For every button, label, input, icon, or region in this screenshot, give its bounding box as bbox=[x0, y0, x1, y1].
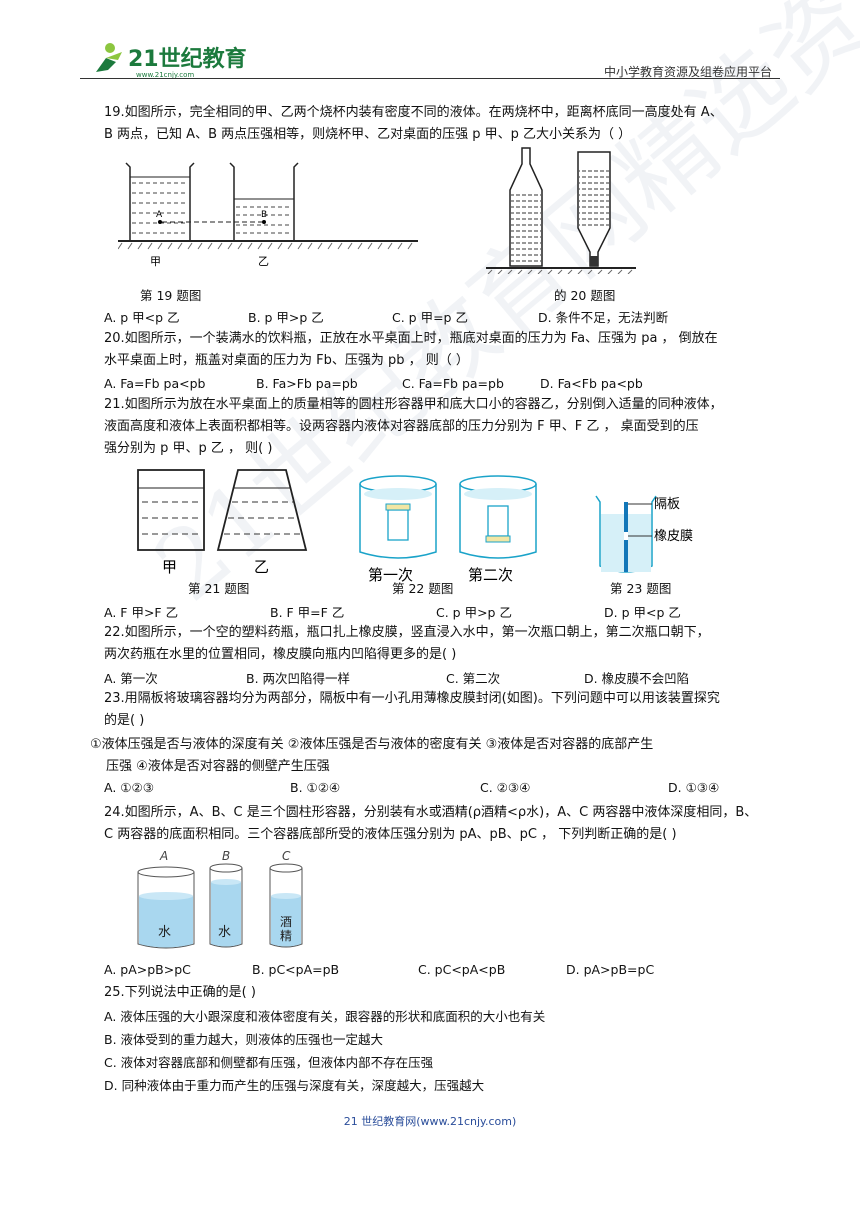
q21-option-b[interactable]: B. F 甲=F 乙 bbox=[270, 605, 345, 620]
svg-text:酒: 酒 bbox=[280, 915, 292, 929]
q20-line2: 水平桌面上时，瓶盖对桌面的压力为 Fb、压强为 pb ， 则（ ） bbox=[104, 353, 469, 368]
q22-line2: 两次药瓶在水里的位置相同，橡皮膜向瓶内凹陷得更多的是( ) bbox=[104, 647, 457, 662]
svg-text:A: A bbox=[156, 210, 163, 220]
q24-option-a[interactable]: A. pA>pB>pC bbox=[104, 962, 191, 977]
q25-option-d[interactable]: D. 同种液体由于重力而产生的压强与深度有关，深度越大，压强越大 bbox=[104, 1078, 485, 1093]
q21-caption: 第 21 题图 bbox=[188, 581, 250, 596]
q20-option-b[interactable]: B. Fa>Fb pa=pb bbox=[256, 376, 358, 391]
q19-option-d[interactable]: D. 条件不足，无法判断 bbox=[538, 310, 669, 325]
q25-line1: 25.下列说法中正确的是( ) bbox=[104, 985, 256, 1000]
q19-line2: B 两点，已知 A、B 两点压强相等，则烧杯甲、乙对桌面的压强 p 甲、p 乙大… bbox=[104, 127, 632, 142]
q19-option-c[interactable]: C. p 甲=p 乙 bbox=[392, 310, 468, 325]
q22-option-c[interactable]: C. 第二次 bbox=[446, 671, 501, 686]
svg-text:甲: 甲 bbox=[150, 255, 161, 268]
q21-line2: 液面高度和液体上表面积都相等。设两容器内液体对容器底部的压力分别为 F 甲、F … bbox=[104, 419, 699, 434]
q21-line3: 强分别为 p 甲、p 乙 ， 则( ) bbox=[104, 441, 273, 456]
q23-option-b[interactable]: B. ①②④ bbox=[290, 780, 341, 795]
svg-text:隔板: 隔板 bbox=[654, 497, 680, 512]
svg-text:乙: 乙 bbox=[254, 558, 269, 576]
svg-text:水: 水 bbox=[218, 925, 231, 940]
svg-text:水: 水 bbox=[158, 925, 171, 940]
q23-caption: 第 23 题图 bbox=[610, 581, 672, 596]
q19-line1: 19.如图所示，完全相同的甲、乙两个烧杯内装有密度不同的液体。在两烧杯中，距离杯… bbox=[104, 105, 723, 120]
q20-option-a[interactable]: A. Fa=Fb pa<pb bbox=[104, 376, 206, 391]
logo-url: www.21cnjy.com bbox=[136, 71, 194, 79]
svg-text:精: 精 bbox=[280, 929, 292, 943]
q19-option-a[interactable]: A. p 甲<p 乙 bbox=[104, 310, 180, 325]
q22-option-a[interactable]: A. 第一次 bbox=[104, 671, 158, 686]
logo-text: 21世纪教育 bbox=[128, 46, 247, 72]
site-logo: 21世纪教育 www.21cnjy.com bbox=[96, 43, 247, 79]
q22-option-d[interactable]: D. 橡皮膜不会凹陷 bbox=[584, 671, 690, 686]
q20-option-d[interactable]: D. Fa<Fb pa<pb bbox=[540, 376, 643, 391]
q21-option-d[interactable]: D. p 甲<p 乙 bbox=[604, 605, 681, 620]
q21-option-c[interactable]: C. p 甲>p 乙 bbox=[436, 605, 512, 620]
svg-text:A: A bbox=[159, 849, 168, 863]
q20-caption: 的 20 题图 bbox=[554, 288, 616, 303]
q22-line1: 22.如图所示，一个空的塑料药瓶，瓶口扎上橡皮膜，竖直浸入水中，第一次瓶口朝上，… bbox=[104, 625, 710, 640]
q22-figure: 第一次 第二次 bbox=[359, 475, 537, 584]
q20-line1: 20.如图所示，一个装满水的饮料瓶，正放在水平桌面上时，瓶底对桌面的压力为 Fa… bbox=[104, 331, 718, 346]
svg-text:第一次: 第一次 bbox=[368, 566, 413, 584]
q23-line2: 的是( ) bbox=[104, 713, 145, 728]
q25-option-a[interactable]: A. 液体压强的大小跟深度和液体密度有关，跟容器的形状和底面积的大小也有关 bbox=[104, 1009, 546, 1024]
q22-caption: 第 22 题图 bbox=[392, 581, 454, 596]
header-rule bbox=[80, 78, 780, 79]
q23-line3: ①液体压强是否与液体的深度有关 ②液体压强是否与液体的密度有关 ③液体是否对容器… bbox=[90, 737, 654, 752]
q22-option-b[interactable]: B. 两次凹陷得一样 bbox=[246, 671, 351, 686]
q24-option-b[interactable]: B. pC<pA=pB bbox=[252, 962, 340, 977]
q23-option-a[interactable]: A. ①②③ bbox=[104, 780, 154, 795]
q19-option-b[interactable]: B. p 甲>p 乙 bbox=[248, 310, 324, 325]
q19-figure: A B 甲 乙 bbox=[118, 162, 418, 268]
svg-text:B: B bbox=[261, 210, 267, 220]
svg-text:乙: 乙 bbox=[258, 255, 269, 268]
q23-figure: 隔板 橡皮膜 bbox=[595, 495, 693, 573]
footer: 21 世纪教育网(www.21cnjy.com) bbox=[343, 1115, 517, 1128]
q24-line2: C 两容器的底面积相同。三个容器底部所受的液体压强分别为 pA、pB、pC ， … bbox=[104, 827, 677, 842]
q24-option-d[interactable]: D. pA>pB=pC bbox=[566, 962, 655, 977]
svg-text:B: B bbox=[222, 849, 230, 863]
q24-line1: 24.如图所示，A、B、C 是三个圆柱形容器，分别装有水或酒精(ρ酒精<ρ水)，… bbox=[104, 805, 758, 820]
q20-option-c[interactable]: C. Fa=Fb pa=pb bbox=[402, 376, 504, 391]
q20-figure bbox=[486, 147, 636, 274]
q21-figure: 甲 乙 bbox=[137, 469, 308, 576]
q21-line1: 21.如图所示为放在水平桌面上的质量相等的圆柱形容器甲和底大口小的容器乙，分别倒… bbox=[104, 397, 723, 412]
q24-figure: A B C 水 水 酒 精 bbox=[137, 849, 303, 949]
q23-option-d[interactable]: D. ①③④ bbox=[668, 780, 720, 795]
q19-caption: 第 19 题图 bbox=[140, 288, 202, 303]
q21-option-a[interactable]: A. F 甲>F 乙 bbox=[104, 605, 179, 620]
q23-line1: 23.用隔板将玻璃容器均分为两部分，隔板中有一小孔用薄橡皮膜封闭(如图)。下列问… bbox=[104, 691, 720, 706]
platform-title: 中小学教育资源及组卷应用平台 bbox=[603, 65, 772, 79]
svg-text:橡皮膜: 橡皮膜 bbox=[654, 529, 693, 544]
q24-option-c[interactable]: C. pC<pA<pB bbox=[418, 962, 506, 977]
svg-text:C: C bbox=[282, 849, 291, 863]
q23-option-c[interactable]: C. ②③④ bbox=[480, 780, 531, 795]
q23-line4: 压强 ④液体是否对容器的侧壁产生压强 bbox=[106, 759, 330, 774]
svg-text:第二次: 第二次 bbox=[468, 566, 513, 584]
q25-option-b[interactable]: B. 液体受到的重力越大，则液体的压强也一定越大 bbox=[104, 1032, 384, 1047]
svg-text:甲: 甲 bbox=[162, 558, 177, 576]
q25-option-c[interactable]: C. 液体对容器底部和侧壁都有压强，但液体内部不存在压强 bbox=[104, 1055, 434, 1070]
